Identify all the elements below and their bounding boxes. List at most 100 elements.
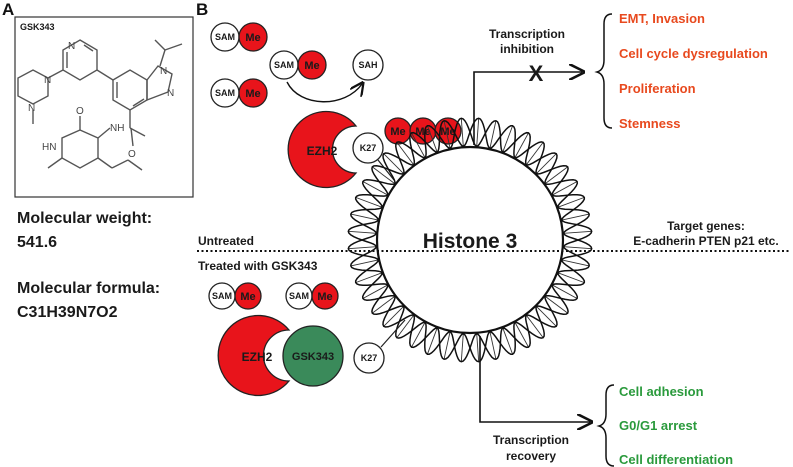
dna-rung: [536, 306, 557, 327]
dna-rung: [362, 284, 388, 299]
dna-wrap: [347, 117, 593, 363]
dna-rung: [396, 142, 415, 166]
untreated-label: Untreated: [198, 234, 254, 248]
dna-rung: [411, 322, 426, 348]
transcription-inhibition-line2: inhibition: [500, 42, 554, 56]
dna-rung: [383, 153, 404, 174]
inhibition-brace: [594, 13, 613, 129]
histone-label: Histone 3: [423, 230, 518, 253]
k27-tail-untreated: [377, 159, 395, 181]
atom-n-pip2: N: [28, 103, 35, 114]
atom-o-amide: O: [128, 149, 136, 160]
sah-label: SAH: [358, 60, 377, 70]
atom-o-pyridone: O: [76, 106, 84, 117]
structure-box: [14, 16, 194, 198]
inhibition-outcome-3: Stemness: [619, 116, 680, 131]
dna-rung: [502, 125, 514, 153]
me-label: Me: [304, 60, 319, 72]
dna-rung: [489, 120, 497, 149]
recovery-outcome-1: G0/G1 arrest: [619, 418, 698, 433]
dna-rung: [536, 153, 557, 174]
dna-rung: [525, 142, 544, 166]
dna-rung: [372, 166, 396, 185]
molecular-weight-label: Molecular weight:: [17, 210, 152, 227]
compound-label: GSK343: [20, 22, 55, 32]
dna-rung: [396, 314, 415, 338]
sam-label: SAM: [215, 88, 235, 98]
dna-rung: [557, 196, 585, 208]
dna-rung: [460, 118, 464, 147]
me-label: Me: [240, 291, 255, 303]
molecular-formula-value: C31H39N7O2: [17, 304, 118, 321]
atom-n-indazole2: N: [167, 88, 174, 99]
dna-rung: [552, 181, 578, 196]
dna-rung: [443, 331, 451, 360]
inhibition-arrow: [473, 72, 582, 145]
dna-rung: [476, 333, 480, 362]
transcription-recovery-line2: recovery: [506, 449, 556, 463]
ezh2-untreated: EZH2: [287, 110, 358, 189]
recovery-outcome-0: Cell adhesion: [619, 384, 704, 399]
histone-3: Histone 3: [347, 117, 593, 363]
dna-rung: [426, 125, 438, 153]
target-genes-line1: Target genes:: [667, 219, 745, 233]
dna-rung: [561, 213, 590, 221]
dna-rung: [350, 259, 379, 267]
sam-label: SAM: [274, 60, 294, 70]
dna-rung: [348, 230, 377, 234]
k27-label: K27: [360, 143, 377, 153]
k27-treated: [353, 342, 385, 374]
dna-rung: [426, 327, 438, 355]
dna-rung: [563, 246, 592, 250]
dna-rung: [348, 246, 377, 250]
dna-rung: [514, 132, 529, 158]
atom-n-pip1: N: [44, 75, 51, 86]
me-label: Me: [390, 126, 405, 138]
dna-rung: [514, 322, 529, 348]
molecular-formula-label: Molecular formula:: [17, 280, 160, 297]
sam-me-pair-1: SAM Me: [210, 22, 268, 52]
panel-a-letter: A: [2, 0, 14, 19]
sam-me-pair-treated-1: SAM Me: [208, 282, 262, 310]
x-mark: X: [529, 61, 544, 86]
sam-label: SAM: [289, 291, 309, 301]
dna-rung: [561, 259, 590, 267]
dna-rung: [383, 306, 404, 327]
transcription-inhibition-line1: Transcription: [489, 27, 565, 41]
dna-rung: [563, 230, 592, 234]
dna-rung: [355, 196, 383, 208]
dna-rung: [443, 120, 451, 149]
target-genes-line2: E-cadherin PTEN p21 etc.: [633, 234, 778, 248]
histone-core: [375, 145, 565, 335]
panel-b-letter: B: [196, 0, 208, 19]
dna-rung: [502, 327, 514, 355]
atom-n-indazole1: N: [160, 66, 167, 77]
ezh2-label: EZH2: [242, 350, 273, 364]
dna-rung: [489, 331, 497, 360]
dna-rung: [372, 295, 396, 314]
k27-tail-treated: [380, 319, 406, 348]
molecular-structure: N N N N N O NH O HN: [17, 39, 183, 171]
ezh2-treated: EZH2: [217, 314, 291, 397]
sam-label: SAM: [212, 291, 232, 301]
k27-label: K27: [361, 353, 378, 363]
me-label: Me: [245, 32, 260, 44]
inhibition-outcome-2: Proliferation: [619, 81, 696, 96]
inhibition-outcome-0: EMT, Invasion: [619, 11, 705, 26]
recovery-arrow: [479, 336, 590, 422]
dna-rung: [362, 181, 388, 196]
dna-rung: [355, 272, 383, 284]
ezh2-label: EZH2: [307, 144, 338, 158]
sam-me-pair-treated-2: SAM Me: [285, 282, 339, 310]
dna-rung: [476, 118, 480, 147]
me-label: Me: [317, 291, 332, 303]
recovery-brace: [596, 384, 615, 467]
recovery-outcome-2: Cell differentiation: [619, 452, 733, 467]
dna-rung: [557, 272, 585, 284]
dna-rung: [544, 295, 568, 314]
dna-rung: [350, 213, 379, 221]
atom-nh-amide: NH: [110, 123, 124, 134]
sam-me-pair-2: SAM Me: [210, 78, 268, 108]
atom-n-pyridine: N: [68, 41, 75, 52]
